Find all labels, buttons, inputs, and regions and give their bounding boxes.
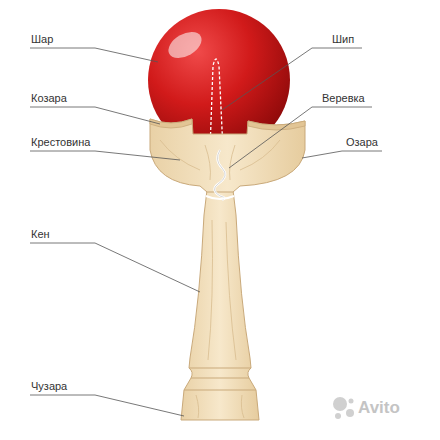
wood-grain xyxy=(196,220,244,418)
part-label: Чузара xyxy=(31,380,67,393)
part-label: Озара xyxy=(346,136,378,149)
handle-rings xyxy=(184,368,256,390)
crosspiece xyxy=(150,119,305,192)
string-knot xyxy=(206,196,234,199)
cup-rims xyxy=(150,119,305,130)
part-label: Веревка xyxy=(322,92,365,105)
watermark-dot xyxy=(335,413,341,419)
string-edge xyxy=(214,150,225,200)
part-label: Козара xyxy=(31,92,67,105)
watermark-dot xyxy=(346,409,354,417)
watermark: Avito xyxy=(358,398,400,418)
leader-line xyxy=(30,395,184,416)
leader-line xyxy=(30,107,160,124)
leader-line xyxy=(30,48,158,62)
part-label: Кен xyxy=(31,228,50,241)
part-label: Крестовина xyxy=(31,136,90,149)
leader-line xyxy=(30,243,200,292)
ball-highlight xyxy=(164,26,206,63)
ken-handle xyxy=(181,190,259,420)
watermark-icon xyxy=(333,397,354,419)
part-label: Шип xyxy=(332,33,354,46)
watermark-dot xyxy=(333,397,347,411)
leader-lines xyxy=(30,48,382,416)
leader-line xyxy=(302,151,382,158)
string xyxy=(214,150,225,200)
part-label: Шар xyxy=(31,33,53,46)
leader-line xyxy=(30,151,180,160)
watermark-dot xyxy=(349,399,354,404)
